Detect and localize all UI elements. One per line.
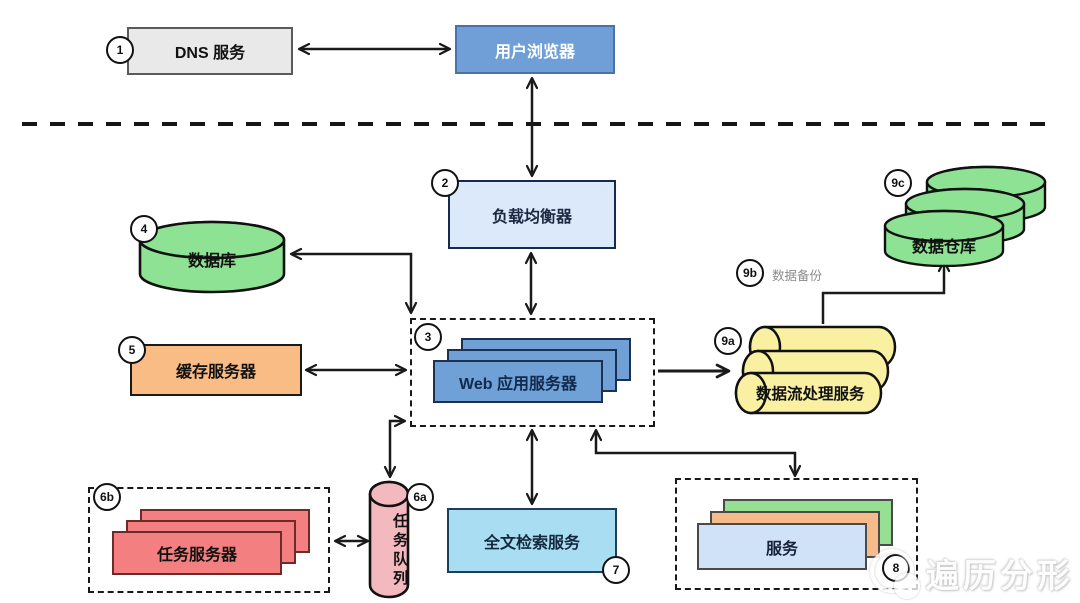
node-task-queue: 任务队列 [368,480,410,600]
badge-2: 2 [431,169,459,197]
edge-webapp-taskqueue [383,414,407,479]
edge-database-webapp [289,247,418,315]
watermark: 遍历分形 [868,547,1074,599]
node-services-label: 服务 [765,540,798,558]
service-front: 服务 [697,523,867,570]
web-app-server-front: Web 应用服务器 [433,360,603,403]
badge-1: 1 [106,36,134,64]
node-dns: DNS 服务 [127,27,293,75]
node-task-servers-label: 任务服务器 [156,547,237,564]
database-cylinder-shape [138,220,286,294]
node-load-balancer-label: 负载均衡器 [491,208,572,226]
node-load-balancer: 负载均衡器 [448,180,616,249]
badge-9c: 9c [884,169,912,197]
node-data-warehouse-label: 数据仓库 [911,239,976,256]
edge-stream-warehouse [821,259,951,324]
node-web-app-servers-label: Web 应用服务器 [459,375,577,393]
group-task-servers [88,487,330,593]
group-web-app-servers [410,318,655,427]
node-data-warehouse: 数据仓库 [883,209,1005,268]
node-stream-processing: 数据流处理服务 [734,371,886,415]
badge-9a: 9a [714,327,742,355]
edge-webapp-services [589,428,802,478]
node-browser: 用户浏览器 [455,25,615,74]
node-database-label: 数据库 [187,253,236,270]
badge-5: 5 [118,336,146,364]
node-dns-label: DNS 服务 [174,45,246,62]
node-database: 数据库 [138,220,286,294]
group-services [675,478,918,590]
badge-4: 4 [130,215,158,243]
badge-3: 3 [414,323,442,351]
data-backup-label: 数据备份 [772,269,823,283]
node-cache-server-label: 缓存服务器 [175,364,256,381]
node-task-queue-label: 任务队列 [391,513,408,589]
task-queue-cylinder-shape [368,480,410,599]
watermark-logo-icon [868,547,920,599]
watermark-text: 遍历分形 [926,557,1074,594]
badge-6a: 6a [406,483,434,511]
node-fulltext-search: 全文检索服务 [447,508,617,573]
node-browser-label: 用户浏览器 [494,43,575,61]
node-fulltext-search-label: 全文检索服务 [483,534,580,552]
badge-6b: 6b [93,483,121,511]
node-stream-processing-label: 数据流处理服务 [756,386,865,403]
badge-7: 7 [602,556,630,584]
badge-9b: 9b [736,259,764,287]
task-server-front: 任务服务器 [112,531,282,575]
node-cache-server: 缓存服务器 [130,344,302,396]
